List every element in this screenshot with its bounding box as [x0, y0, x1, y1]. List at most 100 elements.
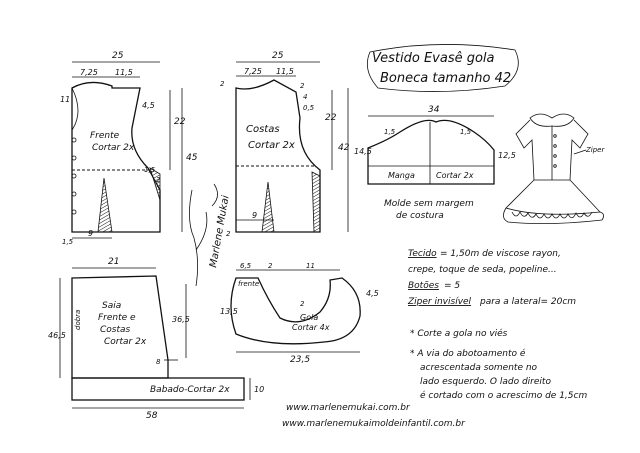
front-hem-step-b: 2 — [156, 176, 161, 184]
skirt-label-2: Frente e — [98, 313, 136, 323]
back-label: Costas — [246, 124, 280, 135]
zipper-text: para a lateral= 20cm — [479, 297, 576, 307]
skirt-piece: 21 dobra Saia Frente e Costas Cortar 2x … — [48, 257, 264, 421]
collar-cut-label: Cortar 4x — [292, 323, 330, 332]
buttons-text: = 5 — [444, 281, 460, 291]
sleeve-cap-a: 1,5 — [384, 128, 396, 136]
back-total-height: 42 — [338, 143, 350, 153]
url-secondary[interactable]: www.marlenemukaimoldeinfantil.com.br — [282, 419, 466, 429]
sleeve-cap-b: 1,5 — [460, 128, 472, 136]
title-block: Vestido Evasê gola Boneca tamanho 42 — [366, 44, 519, 92]
back-neck-b: 2 — [300, 82, 305, 90]
dress-ruffle-hatch — [511, 211, 593, 219]
dress-collar — [529, 113, 575, 127]
back-shoulder-a: 7,25 — [244, 67, 262, 76]
collar-front-label: frente — [238, 280, 259, 288]
sleeve-right-height: 12,5 — [498, 151, 516, 160]
front-armhole: 11 — [60, 95, 70, 104]
sleeve-piece: 34 1,5 1,5 14,5 12,5 Manga Cortar 2x Mol… — [354, 105, 516, 221]
front-shoulder-a: 7,25 — [80, 68, 98, 77]
skirt-step: 8 — [156, 358, 161, 366]
back-dart — [261, 181, 275, 233]
collar-outline — [230, 277, 361, 345]
dress-ruffle — [503, 207, 604, 224]
front-hem-step: 1,5 — [144, 166, 156, 174]
dress-illustration: Ziper — [503, 113, 605, 224]
skirt-label-3: Costas — [100, 325, 131, 335]
url-primary[interactable]: www.marlenemukai.com.br — [286, 403, 411, 413]
back-neck-d: 0,5 — [303, 104, 315, 112]
back-hem-width: 9 — [252, 211, 257, 220]
fabric-text: = 1,50m de viscose rayon, — [440, 249, 561, 259]
collar-bottom-width: 23,5 — [290, 355, 310, 365]
placket-note-2: acrescentada somente no — [420, 363, 538, 373]
sleeve-note-2: de costura — [396, 211, 444, 221]
zipper-title: Ziper invisível — [407, 297, 472, 307]
collar-inner: 2 — [300, 300, 305, 308]
skirt-outline — [71, 275, 169, 379]
materials-notes: Tecido = 1,50m de viscose rayon, crepe, … — [407, 249, 587, 401]
sleeve-cut-label: Cortar 2x — [436, 171, 474, 180]
placket-note-4: é cortado com o acrescimo de 1,5cm — [420, 390, 587, 401]
fabric-text-2: crepe, toque de seda, popeline... — [408, 265, 557, 275]
skirt-label: Saia — [102, 301, 121, 311]
sleeve-note-1: Molde sem margem — [384, 199, 474, 209]
zipper-arrow — [573, 149, 587, 155]
front-outline — [71, 81, 161, 233]
back-piece: Costas Cortar 2x 25 7,25 11,5 2 2 4 0,5 … — [220, 51, 350, 238]
skirt-fold-label: dobra — [74, 310, 82, 330]
front-piece: Frente Cortar 2x 25 7,25 11,5 4,5 22 45 … — [60, 51, 198, 246]
back-cut-label: Cortar 2x — [248, 140, 295, 151]
collar-piece: 6,5 2 11 frente 13,5 4,5 2 Gola Cortar 4… — [220, 262, 379, 365]
back-hem-step: 2 — [226, 230, 231, 238]
collar-top-c: 11 — [306, 262, 315, 270]
sleeve-label: Manga — [388, 171, 415, 180]
placket-note-3: lado esquerdo. O lado direito — [420, 377, 551, 387]
back-width: 25 — [272, 51, 284, 61]
back-neck-a: 2 — [220, 80, 225, 88]
front-side-hatch — [149, 167, 161, 201]
collar-top-a: 6,5 — [240, 262, 252, 270]
front-side-height: 22 — [174, 117, 186, 127]
back-side-height: 22 — [325, 113, 337, 123]
front-hem-width: 9 — [88, 229, 93, 238]
sleeve-outline — [367, 119, 495, 185]
buttons-title: Botões — [408, 281, 439, 291]
title-line1: Vestido Evasê gola — [372, 51, 495, 66]
front-dart — [97, 177, 113, 233]
front-total-height: 45 — [186, 153, 198, 163]
cut-note: * Corte a gola no viés — [410, 328, 508, 339]
front-hem-edge: 1,5 — [62, 238, 74, 246]
front-cut-label: Cortar 2x — [92, 143, 135, 153]
back-side-hatch — [311, 171, 321, 233]
skirt-right-height: 36,5 — [172, 315, 190, 324]
front-neck-curve — [71, 87, 79, 131]
back-neck-c: 4 — [303, 93, 307, 101]
skirt-width: 21 — [108, 257, 119, 267]
collar-top-b: 2 — [268, 262, 273, 270]
ruffle-width: 58 — [146, 411, 158, 421]
dress-skirt — [505, 179, 601, 215]
front-width: 25 — [112, 51, 124, 61]
zipper-label: Ziper — [585, 146, 605, 154]
title-line2: Boneca tamanho 42 — [380, 71, 511, 86]
front-neck-dim: 4,5 — [142, 101, 155, 110]
ruffle-height: 10 — [254, 385, 264, 394]
sleeve-left-height: 14,5 — [354, 147, 372, 156]
skirt-cut-label: Cortar 2x — [104, 337, 147, 347]
ruffle-outline — [71, 377, 245, 401]
skirt-left-height: 46,5 — [48, 331, 66, 340]
back-shoulder-b: 11,5 — [276, 67, 294, 76]
front-shoulder-b: 11,5 — [115, 68, 133, 77]
placket-note-1: * A via do abotoamento é — [410, 348, 526, 359]
sleeve-width: 34 — [428, 105, 440, 115]
title-doodle — [366, 44, 519, 92]
back-outline — [235, 79, 321, 233]
front-buttons — [71, 137, 77, 215]
collar-label: Gola — [300, 313, 318, 322]
front-label: Frente — [90, 131, 120, 141]
footer-urls[interactable]: www.marlenemukai.com.br www.marlenemukai… — [282, 403, 466, 429]
ruffle-label: Babado-Cortar 2x — [150, 385, 230, 395]
collar-left-height: 13,5 — [220, 307, 238, 316]
